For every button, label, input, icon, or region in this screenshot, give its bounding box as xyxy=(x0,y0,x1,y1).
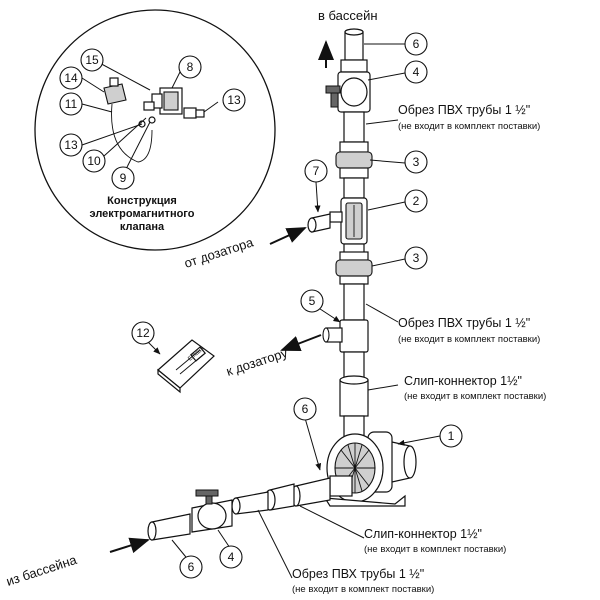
inset-title-line1: Конструкция xyxy=(107,195,177,207)
slip-connector-note-2: (не входит в комплект поставки) xyxy=(364,544,506,555)
pump xyxy=(323,431,417,507)
flow-meter xyxy=(329,197,368,245)
pvc-cut-label-3: Обрез ПВХ трубы 1 ½" xyxy=(292,567,424,581)
doser-connector xyxy=(307,213,331,233)
svg-text:2: 2 xyxy=(413,194,420,208)
slip-connector-note-1: (не входит в комплект поставки) xyxy=(404,391,546,402)
to-pool-label: в бассейн xyxy=(318,8,378,23)
slip-connector-label-2: Слип-коннектор 1½" xyxy=(364,527,482,541)
union-middle xyxy=(335,251,373,285)
callout-3-top: 3 xyxy=(404,150,428,174)
inlet-stub xyxy=(147,513,191,541)
callout-11: 11 xyxy=(59,92,83,116)
slip-connector-horizontal xyxy=(264,483,295,511)
svg-text:6: 6 xyxy=(188,560,195,574)
svg-text:6: 6 xyxy=(413,37,420,51)
callout-1: 1 xyxy=(439,424,463,448)
slip-connector-label-1: Слип-коннектор 1½" xyxy=(404,374,522,388)
callout-2: 2 xyxy=(404,189,428,213)
horizontal-inlet-assembly xyxy=(147,477,331,541)
callout-3-mid: 3 xyxy=(404,246,428,270)
svg-text:13: 13 xyxy=(227,93,241,107)
svg-text:12: 12 xyxy=(136,326,150,340)
bottom-ball-valve xyxy=(191,489,233,533)
pvc-cut-label-2: Обрез ПВХ трубы 1 ½" xyxy=(398,316,530,330)
callout-12: 12 xyxy=(131,321,155,345)
pvc-pipe-segment-lower xyxy=(343,283,365,321)
pvc-cut-note-1: (не входит в комплект поставки) xyxy=(398,121,540,132)
callout-15: 15 xyxy=(80,48,104,72)
callout-5: 5 xyxy=(300,289,324,313)
callout-14: 14 xyxy=(59,66,83,90)
flow-arrows xyxy=(109,40,334,554)
callout-4-top: 4 xyxy=(404,60,428,84)
callout-13-right: 13 xyxy=(222,88,246,112)
svg-text:10: 10 xyxy=(87,154,101,168)
svg-text:4: 4 xyxy=(228,550,235,564)
svg-text:15: 15 xyxy=(85,53,99,67)
svg-text:4: 4 xyxy=(413,65,420,79)
top-pipe-stub xyxy=(340,28,368,73)
callouts: 6 4 3 7 2 3 5 12 6 1 4 6 15 8 14 11 13 1… xyxy=(59,32,463,579)
callout-13-left: 13 xyxy=(59,133,83,157)
svg-text:14: 14 xyxy=(64,71,78,85)
svg-text:11: 11 xyxy=(65,97,78,111)
union-top xyxy=(335,141,373,179)
svg-text:3: 3 xyxy=(413,251,420,265)
callout-10: 10 xyxy=(82,149,106,173)
callout-8: 8 xyxy=(178,55,202,79)
slip-connector-vertical xyxy=(339,379,369,417)
pvc-cut-note-3: (не входит в комплект поставки) xyxy=(292,584,434,595)
leader-lines xyxy=(81,43,441,579)
from-pool-label: из бассейна xyxy=(4,552,79,589)
pump-inlet-stub xyxy=(291,477,331,507)
callout-6-bottom: 6 xyxy=(179,555,203,579)
callout-4-bottom: 4 xyxy=(219,545,243,569)
svg-text:9: 9 xyxy=(120,171,127,185)
pvc-cut-label-1: Обрез ПВХ трубы 1 ½" xyxy=(398,103,530,117)
svg-text:8: 8 xyxy=(187,60,194,74)
pvc-cut-note-2: (не входит в комплект поставки) xyxy=(398,334,540,345)
svg-text:13: 13 xyxy=(64,138,78,152)
callout-9: 9 xyxy=(111,166,135,190)
callout-7: 7 xyxy=(304,159,328,183)
svg-text:6: 6 xyxy=(302,402,309,416)
svg-text:5: 5 xyxy=(309,294,316,308)
tee-fitting xyxy=(322,319,369,353)
pvc-pipe-segment-top xyxy=(343,111,365,143)
manual-book: Emaux xyxy=(157,339,215,394)
svg-text:1: 1 xyxy=(448,429,455,443)
pvc-pipe-horizontal xyxy=(231,491,269,515)
vertical-pipe-assembly xyxy=(322,28,373,439)
svg-text:3: 3 xyxy=(413,155,420,169)
callout-6-top: 6 xyxy=(404,32,428,56)
to-doser-label: к дозатору xyxy=(224,345,289,379)
inset-title-line2: электромагнитного xyxy=(90,208,195,220)
top-ball-valve xyxy=(325,71,371,113)
svg-text:7: 7 xyxy=(313,164,320,178)
pvc-pipe-segment-upper xyxy=(343,177,365,199)
callout-6-mid: 6 xyxy=(293,397,317,421)
inset-title-line3: клапана xyxy=(120,221,165,233)
